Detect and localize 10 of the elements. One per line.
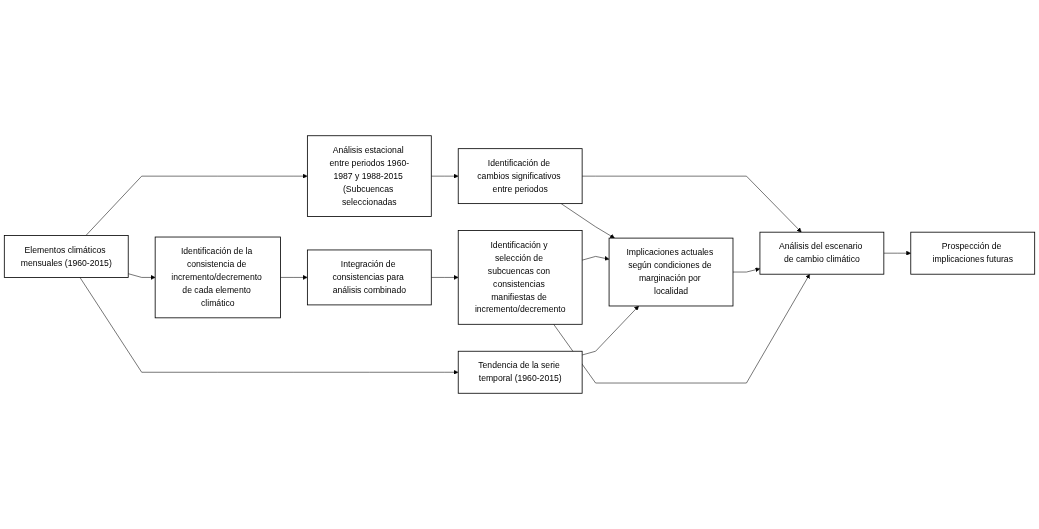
- node-box: Identificación y selección de subcuencas con consistencias manifiestas de incremento/decremento: [457, 230, 583, 325]
- node-box: Integración de consistencias para análisis combinado: [306, 249, 432, 306]
- node-box: Identificación de cambios significativos entre periodos: [457, 148, 583, 205]
- node-box: Análisis del escenario de cambio climático: [759, 231, 885, 275]
- node-box: Análisis estacional entre periodos 1960-1987 y 1988-2015 (Subcuencas seleccionadas: [306, 135, 432, 217]
- node-box: Elementos climáticos mensuales (1960-2015): [3, 235, 129, 278]
- node-box: Tendencia de la serie temporal (1960-2015): [457, 350, 583, 394]
- node-box: Prospección de implicaciones futuras: [910, 231, 1036, 275]
- node-box: Identificación de la consistencia de incremento/decremento de cada elemento climático: [154, 236, 281, 319]
- node-box: Implicaciones actuales según condiciones de marginación por localidad: [608, 237, 734, 307]
